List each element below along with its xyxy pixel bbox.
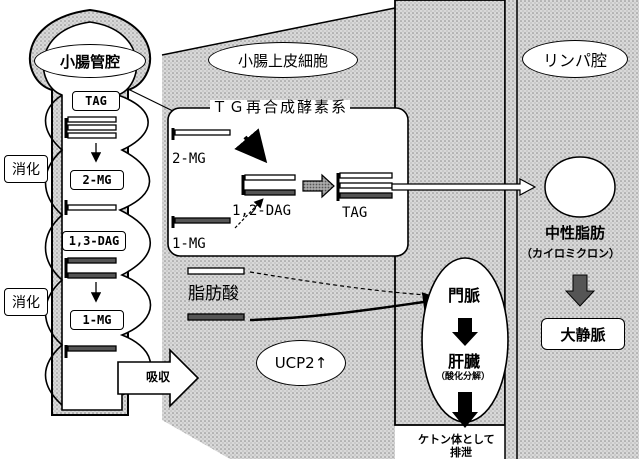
mg1-lumen-box: 1-MG xyxy=(70,310,124,330)
fatty-acid-label: 脂肪酸 xyxy=(188,286,239,303)
chylomicron-label: （カイロミクロン） xyxy=(521,248,620,259)
mg1-lumen-label: 1-MG xyxy=(83,313,112,327)
digestion-1-label-box: 消化 xyxy=(4,155,48,183)
liver-sub-label: （酸化分解） xyxy=(436,373,490,382)
tag-cell-molecule xyxy=(338,173,392,201)
excretion-line2: 排泄 xyxy=(450,447,472,458)
neutral-fat-circle xyxy=(545,157,615,217)
liver-label: 肝臓 xyxy=(448,354,480,370)
ucp2-oval: UCP2↑ xyxy=(256,340,346,386)
excretion-line1: ケトン体として xyxy=(418,434,495,445)
mg2-lumen-box: 2-MG xyxy=(70,170,124,190)
dag13-lumen-box: 1,3-DAG xyxy=(62,231,126,251)
fatty-acid-dark xyxy=(188,314,244,320)
lumen-label: 小腸管腔 xyxy=(60,51,120,72)
ucp2-label: UCP2↑ xyxy=(275,354,328,372)
vena-cava-label: 大静脈 xyxy=(560,324,605,345)
epithelium-label-oval: 小腸上皮細胞 xyxy=(208,42,358,78)
mg2-cell-label: 2-MG xyxy=(172,152,206,166)
fatty-acid-white xyxy=(188,268,244,274)
lymph-label-oval: リンパ腔 xyxy=(522,40,628,78)
lymph-label: リンパ腔 xyxy=(543,47,607,71)
neutral-fat-label: 中性脂肪 xyxy=(545,226,605,241)
digestion-2-label: 消化 xyxy=(12,292,40,312)
absorption-label: 吸収 xyxy=(146,371,170,383)
epithelium-label: 小腸上皮細胞 xyxy=(238,50,328,71)
mg1-cell-label: 1-MG xyxy=(172,237,206,251)
dag12-cell-label: 1,2-DAG xyxy=(232,204,291,218)
tag-cell-label: TAG xyxy=(342,206,367,220)
tag-lumen-molecule xyxy=(66,117,116,138)
vena-cava-box: 大静脈 xyxy=(541,318,625,350)
mg2-lumen-label: 2-MG xyxy=(83,173,112,187)
dag13-lumen-label: 1,3-DAG xyxy=(69,234,120,248)
tag-lumen-label: TAG xyxy=(85,94,107,108)
portal-vein-label: 門脈 xyxy=(448,288,480,304)
enzyme-system-title: ＴＧ再合成酵素系 xyxy=(210,100,350,115)
digestion-2-label-box: 消化 xyxy=(4,288,48,316)
lumen-label-oval: 小腸管腔 xyxy=(34,44,146,78)
tag-lumen-box: TAG xyxy=(72,91,120,111)
digestion-1-label: 消化 xyxy=(12,159,40,179)
